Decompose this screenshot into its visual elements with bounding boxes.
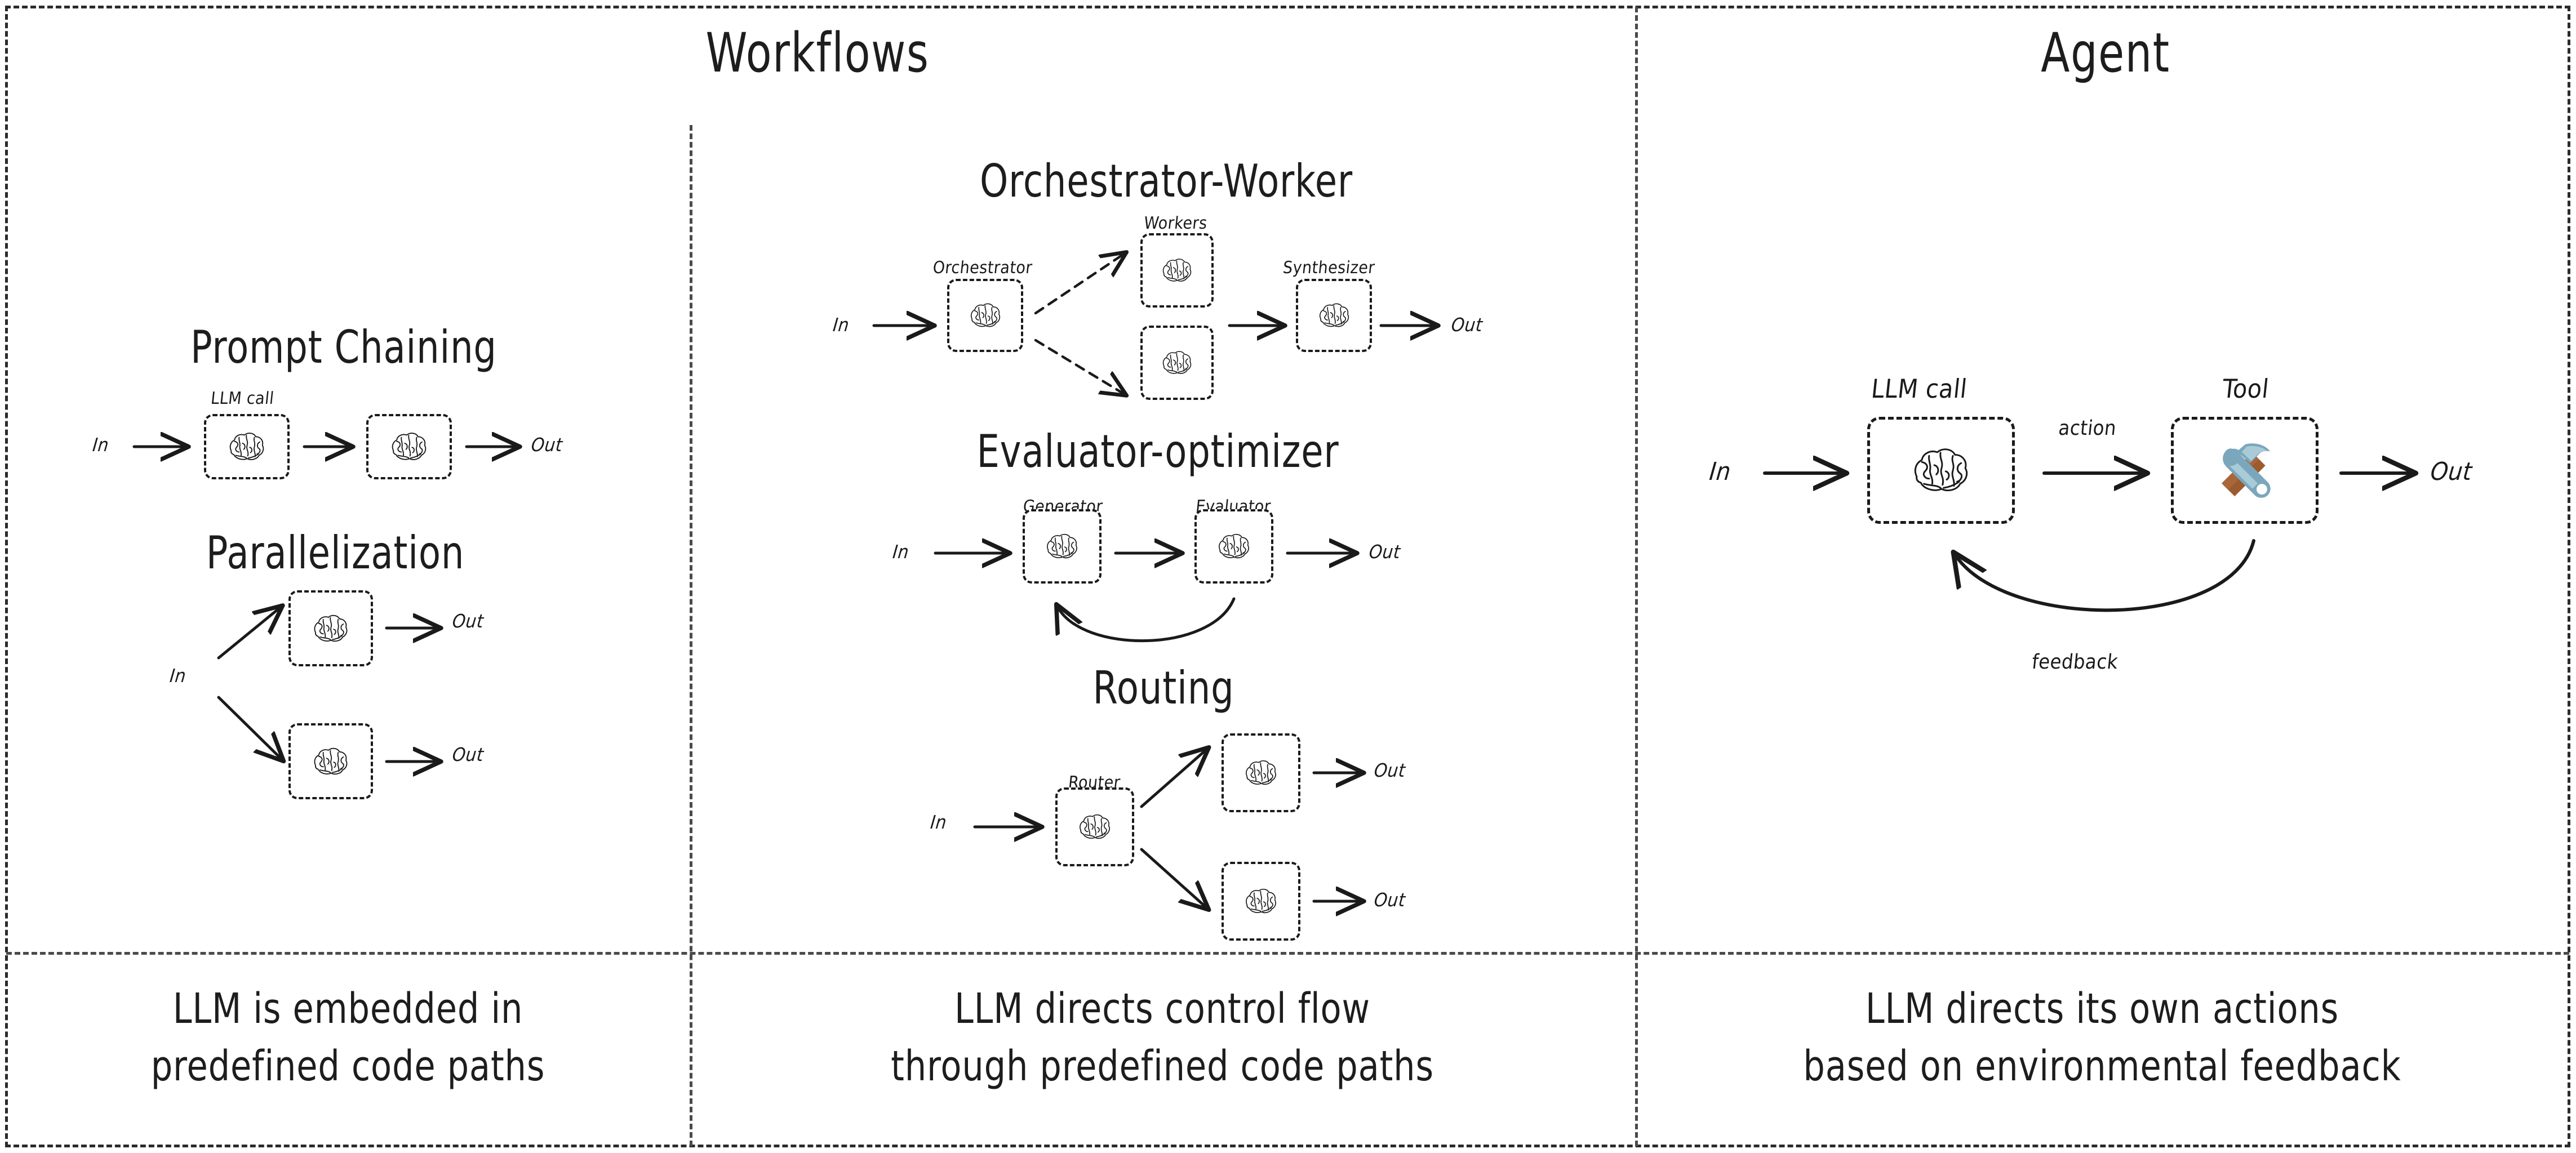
brain-icon	[1319, 303, 1349, 327]
label-out-evaluator-optimizer: Out	[1368, 541, 1402, 563]
label-out-parallelization-bottom: Out	[451, 744, 485, 765]
brain-icon	[1080, 814, 1110, 839]
caption-line-1: LLM directs its own actions	[1865, 985, 2339, 1033]
label-out-orchestrator: Out	[1450, 314, 1484, 336]
node-parallel-branch-bottom[interactable]	[288, 723, 373, 799]
node-router[interactable]	[1055, 787, 1134, 866]
arrow-in-to-parallel-bottom	[217, 696, 282, 759]
node-worker-bottom[interactable]	[1140, 326, 1214, 400]
brain-icon	[1219, 533, 1249, 559]
arrow-orchestrator-to-worker-top	[1034, 253, 1125, 315]
caption-line-1: LLM directs control flow	[954, 985, 1370, 1033]
caption-workflows-mid: LLM directs control flow through predefi…	[775, 980, 1550, 1095]
label-agent-feedback: feedback	[2031, 651, 2120, 674]
label-synthesizer: Synthesizer	[1282, 258, 1376, 278]
node-llm-call-1[interactable]	[204, 414, 290, 479]
label-agent-llm-call: LLM call	[1869, 373, 1969, 404]
arrow-in-to-parallel-top	[217, 607, 281, 660]
label-out-routing-top: Out	[1373, 759, 1407, 781]
brain-icon	[1047, 533, 1077, 559]
node-orchestrator[interactable]	[947, 279, 1023, 352]
node-evaluator[interactable]	[1194, 509, 1273, 584]
label-out-prompt-chaining: Out	[530, 434, 564, 456]
hammer-and-wrench-icon	[2220, 443, 2271, 498]
caption-line-2: based on environmental feedback	[1803, 1042, 2401, 1091]
brain-icon	[970, 303, 1000, 327]
arrow-orchestrator-to-worker-bottom	[1034, 339, 1125, 394]
brain-icon	[1914, 448, 1968, 492]
caption-line-2: through predefined code paths	[891, 1042, 1434, 1091]
node-worker-top[interactable]	[1140, 233, 1214, 308]
title-routing: Routing	[1092, 662, 1234, 714]
brain-icon	[392, 433, 427, 460]
title-orchestrator-worker: Orchestrator-Worker	[979, 155, 1353, 207]
arrow-router-to-target-top	[1140, 749, 1207, 808]
caption-line-2: predefined code paths	[150, 1042, 545, 1091]
node-agent-llm-call[interactable]	[1867, 417, 2015, 524]
divider-caption-row	[6, 952, 2569, 955]
node-routing-target-top[interactable]	[1222, 733, 1300, 812]
caption-line-1: LLM is embedded in	[172, 985, 523, 1033]
label-in-parallelization: In	[168, 665, 188, 687]
header-agent: Agent	[2041, 21, 2170, 84]
label-agent-tool: Tool	[2220, 373, 2271, 404]
node-llm-call-2[interactable]	[366, 414, 452, 479]
brain-icon	[1162, 259, 1192, 282]
node-generator[interactable]	[1023, 509, 1102, 584]
node-parallel-branch-top[interactable]	[288, 590, 373, 666]
brain-icon	[314, 747, 348, 774]
node-synthesizer[interactable]	[1296, 279, 1372, 352]
divider-workflows-columns	[690, 125, 692, 1146]
label-out-agent: Out	[2429, 457, 2473, 486]
header-workflows: Workflows	[705, 21, 930, 84]
arrow-router-to-target-bottom	[1140, 848, 1207, 908]
label-workers: Workers	[1143, 213, 1209, 233]
label-llm-call: LLM call	[210, 389, 276, 408]
brain-icon	[1246, 888, 1276, 914]
title-prompt-chaining: Prompt Chaining	[190, 321, 497, 373]
caption-agent: LLM directs its own actions based on env…	[1719, 980, 2485, 1095]
label-in-agent: In	[1708, 457, 1733, 486]
arrow-agent-feedback-loop	[1955, 539, 2255, 612]
divider-workflows-agent	[1635, 7, 1638, 1146]
title-evaluator-optimizer: Evaluator-optimizer	[976, 425, 1339, 478]
node-routing-target-bottom[interactable]	[1222, 862, 1300, 941]
brain-icon	[229, 433, 264, 460]
brain-icon	[1246, 760, 1276, 785]
label-orchestrator: Orchestrator	[931, 258, 1033, 278]
label-out-parallelization-top: Out	[451, 610, 485, 632]
label-in-prompt-chaining: In	[91, 434, 110, 456]
brain-icon	[314, 615, 348, 642]
caption-workflows-left: LLM is embedded in predefined code paths	[68, 980, 628, 1095]
title-parallelization: Parallelization	[206, 527, 465, 579]
label-in-evaluator-optimizer: In	[891, 541, 911, 563]
arrow-evaluator-feedback-loop	[1058, 597, 1236, 643]
label-agent-action: action	[2057, 417, 2118, 440]
label-out-routing-bottom: Out	[1373, 889, 1407, 911]
node-agent-tool[interactable]	[2171, 417, 2319, 524]
label-in-routing: In	[929, 811, 948, 833]
label-in-orchestrator: In	[832, 314, 851, 336]
brain-icon	[1162, 351, 1192, 374]
